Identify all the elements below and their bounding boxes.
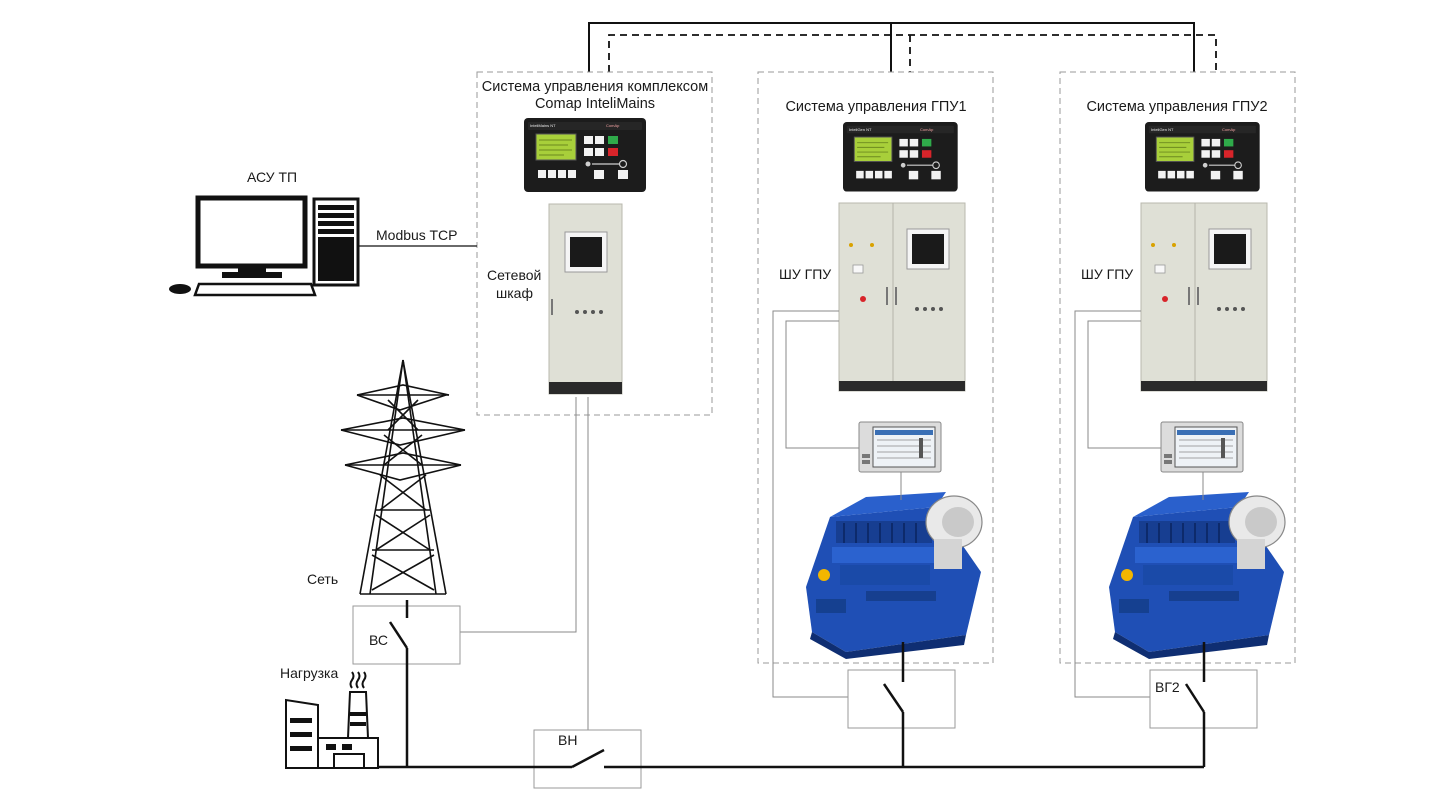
communication-bus-dashed: [608, 34, 1217, 72]
gpu2-title: Система управления ГПУ2: [1086, 99, 1267, 115]
mains-controller-maker: ComAp: [606, 123, 620, 128]
network-cabinet-label-2: шкаф: [496, 285, 533, 301]
scada-label: АСУ ТП: [247, 169, 297, 185]
gpu1-title: Система управления ГПУ1: [785, 99, 966, 115]
gas-engine-icon: [1108, 491, 1286, 660]
hmi-panel-icon: [1160, 421, 1244, 473]
bus-breaker-box: [533, 729, 642, 789]
controller-icon: [842, 121, 959, 193]
gen2-breaker-label: ВГ2: [1155, 679, 1180, 695]
gpu2-cabinet-label: ШУ ГПУ: [1081, 266, 1133, 282]
gpu2-controller-brand: InteliGen NT: [1151, 127, 1174, 132]
cabinet-icon: [838, 202, 966, 392]
gpu2-controller-maker: ComAp: [1222, 127, 1236, 132]
gpu2-control-box: [1059, 71, 1296, 664]
gpu1-control-box: [757, 71, 994, 664]
complex-title-line2: Comap InteliMains: [535, 96, 655, 112]
tower-icon: [340, 359, 466, 595]
network-cabinet-label-1: Сетевой: [487, 267, 541, 283]
computer-icon: [169, 195, 360, 297]
gpu1-cabinet-label: ШУ ГПУ: [779, 266, 831, 282]
complex-title-line1: Система управления комплексом: [482, 79, 708, 95]
grid-breaker-label: ВС: [369, 632, 388, 648]
communication-bus-solid: [588, 22, 1195, 72]
gen1-breaker-box: [847, 669, 956, 729]
controller-icon: [523, 117, 647, 193]
mains-controller-brand: InteliMains NT: [530, 123, 556, 128]
grid-label: Сеть: [307, 571, 338, 587]
load-label: Нагрузка: [280, 665, 338, 681]
modbus-label: Modbus TCP: [376, 227, 457, 243]
cabinet-icon: [1140, 202, 1268, 392]
gpu1-controller-maker: ComAp: [920, 127, 934, 132]
hmi-panel-icon: [858, 421, 942, 473]
gpu1-controller-brand: InteliGen NT: [849, 127, 872, 132]
complex-control-box: [476, 71, 713, 416]
power-lines: [378, 600, 1206, 769]
gas-engine-icon: [805, 491, 983, 660]
factory-icon: [285, 671, 379, 769]
signal-lines: [460, 310, 1204, 730]
bus-breaker-label: ВН: [558, 732, 577, 748]
controller-icon: [1144, 121, 1261, 193]
cabinet-icon: [548, 203, 623, 395]
